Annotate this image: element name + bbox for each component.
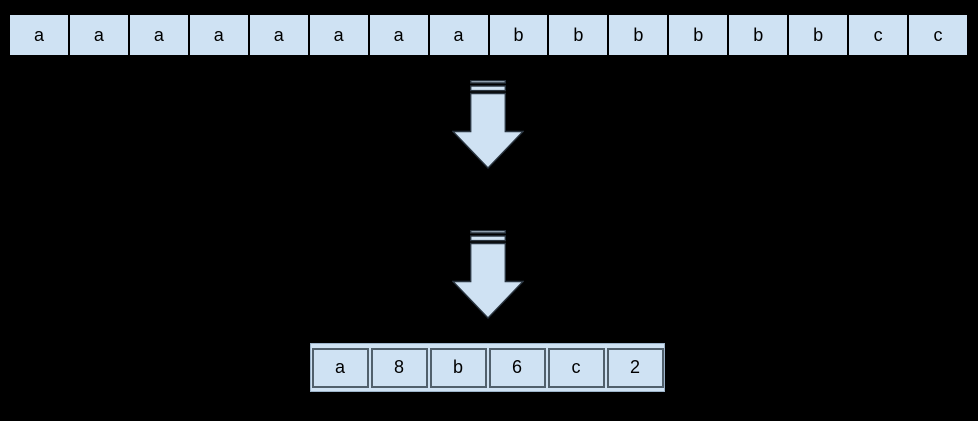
encoded-sequence-cell: 8 <box>370 347 428 388</box>
original-sequence-cell: a <box>368 14 429 56</box>
encoded-sequence-cell: 6 <box>488 347 546 388</box>
striped-down-arrow-icon <box>452 230 524 319</box>
original-sequence-cell: b <box>788 14 849 56</box>
original-sequence-cell: b <box>488 14 549 56</box>
original-sequence-cell: a <box>68 14 129 56</box>
original-sequence-cell: c <box>908 14 968 56</box>
original-sequence-cell: a <box>128 14 189 56</box>
original-sequence-cell: b <box>548 14 609 56</box>
original-sequence-cell: b <box>608 14 669 56</box>
original-sequence-cell: a <box>308 14 369 56</box>
original-sequence-cell: a <box>9 14 69 56</box>
original-sequence-cell: c <box>848 14 909 56</box>
original-sequence-cell: b <box>668 14 729 56</box>
encoded-sequence-cell: c <box>547 347 605 388</box>
original-sequence-cell: a <box>188 14 249 56</box>
encoded-sequence-cell: b <box>429 347 487 388</box>
encoded-sequence-cell: 2 <box>606 347 664 388</box>
encoded-sequence-cell: a <box>311 347 369 388</box>
original-sequence-cell: a <box>248 14 309 56</box>
striped-down-arrow-icon <box>452 80 524 169</box>
original-sequence-cell: b <box>728 14 789 56</box>
original-sequence-cell: a <box>428 14 489 56</box>
